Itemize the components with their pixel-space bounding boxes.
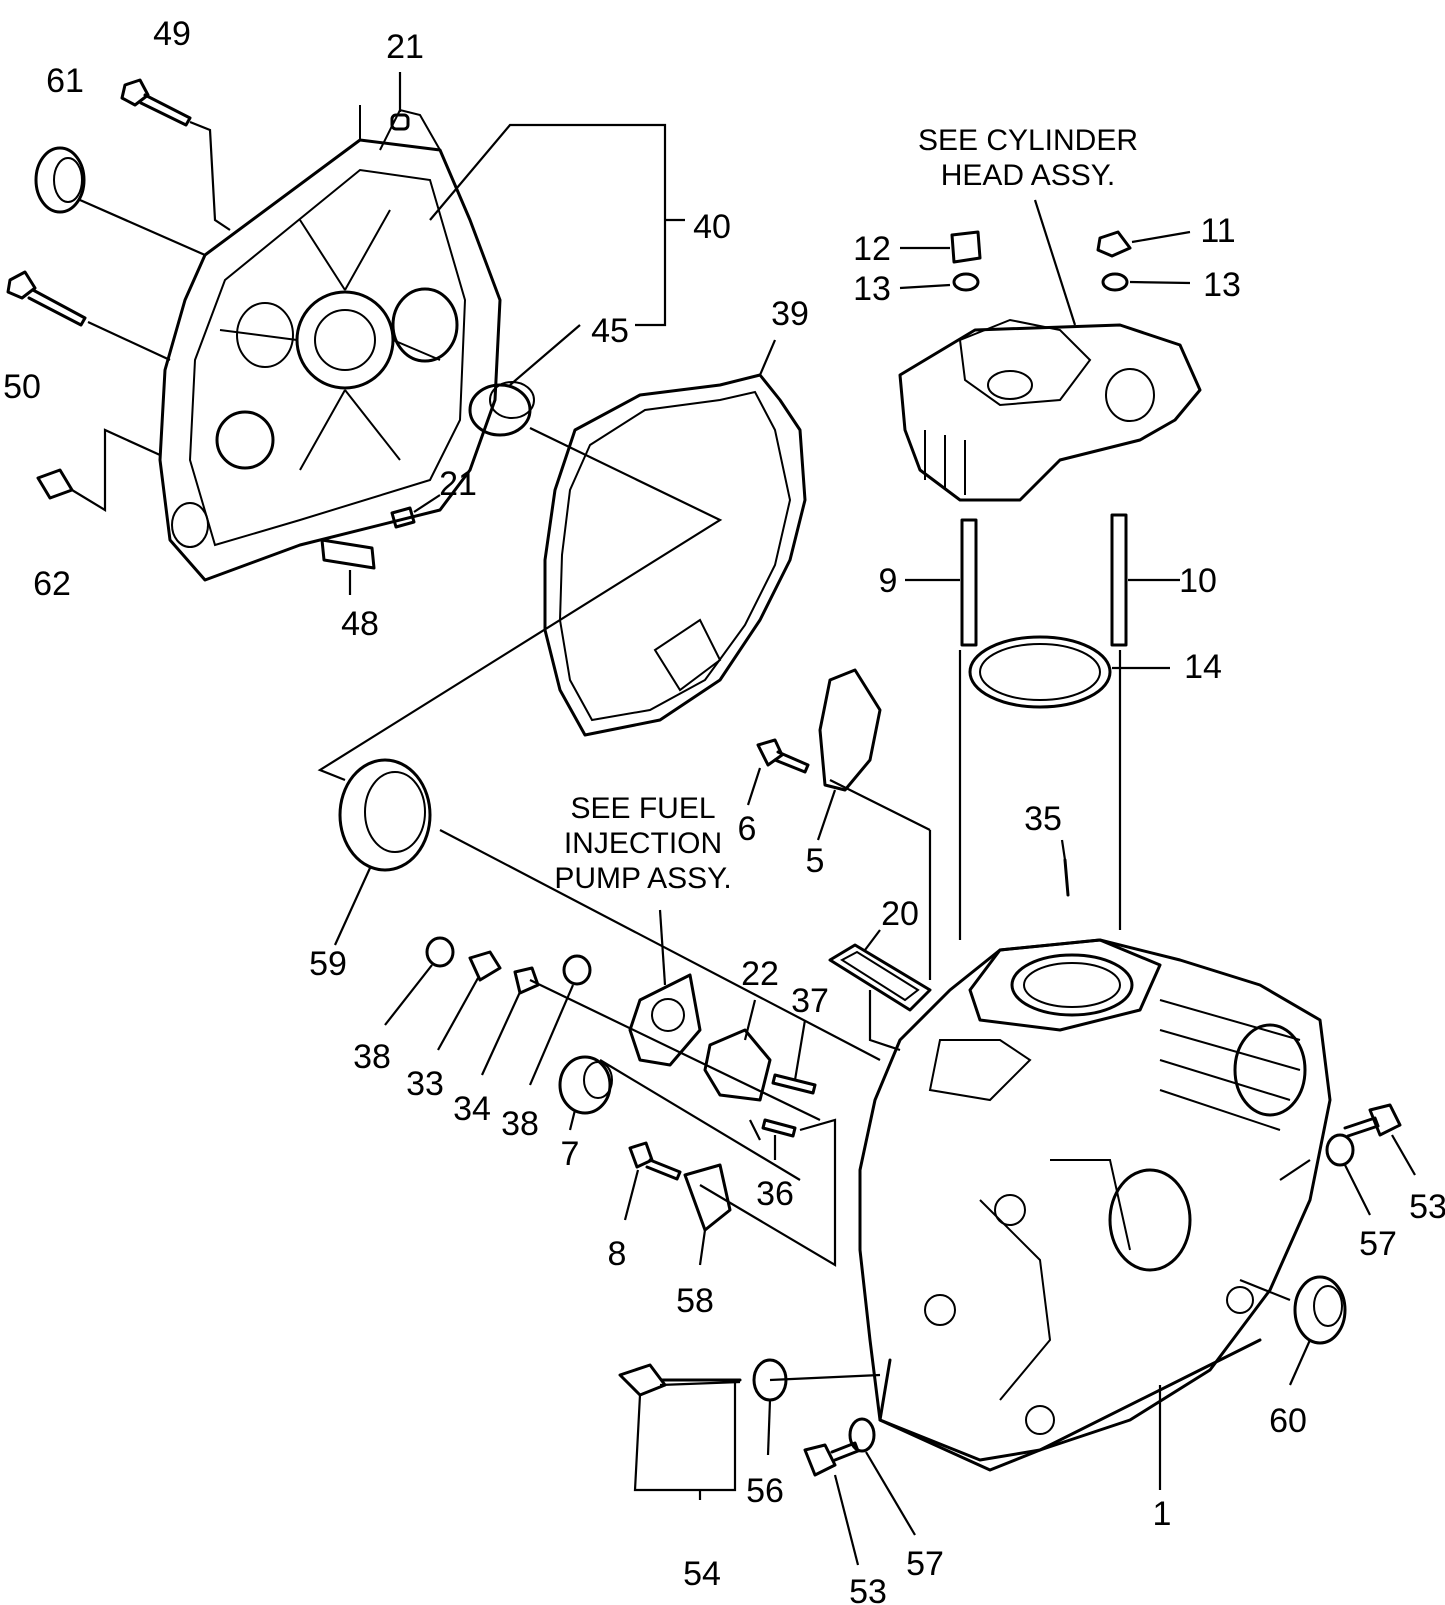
cap-nut-12 bbox=[900, 230, 982, 264]
callout-50: 50 bbox=[3, 368, 41, 406]
callout-9: 9 bbox=[879, 562, 898, 600]
plate-5 bbox=[816, 668, 882, 841]
nut-38-right bbox=[528, 954, 592, 1086]
callout-61: 61 bbox=[46, 62, 84, 100]
fuel-pump-note-line3: PUMP ASSY. bbox=[554, 862, 731, 895]
cylinder-head-note-line2: HEAD ASSY. bbox=[941, 159, 1116, 192]
fuel-pump-body bbox=[628, 909, 702, 1067]
callout-54: 54 bbox=[683, 1555, 721, 1593]
head-gasket-ring-14 bbox=[968, 635, 1170, 709]
callout-8: 8 bbox=[608, 1235, 627, 1273]
fuel-pump-note-line2: INJECTION bbox=[564, 827, 722, 860]
callout-35: 35 bbox=[1024, 800, 1062, 838]
cylinder-head-note-line1: SEE CYLINDER bbox=[918, 124, 1138, 157]
washer-57-bottom bbox=[848, 1417, 916, 1536]
stud-10 bbox=[1110, 513, 1180, 647]
callout-58: 58 bbox=[676, 1282, 714, 1320]
dowel-pin-21-top bbox=[390, 72, 410, 131]
bolt-53-bottom bbox=[803, 1441, 860, 1566]
callout-60: 60 bbox=[1269, 1402, 1307, 1440]
callout-45: 45 bbox=[591, 312, 629, 350]
assembly-axis-lines bbox=[317, 427, 1311, 1387]
callout-10: 10 bbox=[1179, 562, 1217, 600]
callout-34: 34 bbox=[453, 1090, 491, 1128]
bolt-50 bbox=[6, 270, 171, 361]
callout-6: 6 bbox=[738, 810, 757, 848]
callout-48: 48 bbox=[341, 605, 379, 643]
bolt-49 bbox=[120, 78, 231, 231]
callout-39: 39 bbox=[771, 295, 809, 333]
callout-13-right: 13 bbox=[1203, 266, 1241, 304]
callout-59: 59 bbox=[309, 945, 347, 983]
dipstick-54 bbox=[618, 1363, 742, 1500]
callout-7: 7 bbox=[561, 1135, 580, 1173]
gasket-39 bbox=[543, 339, 807, 737]
callout-5: 5 bbox=[806, 842, 825, 880]
plug-62 bbox=[36, 428, 161, 512]
oil-seal-59 bbox=[333, 758, 432, 946]
bolt-8 bbox=[623, 1141, 682, 1221]
callout-37: 37 bbox=[791, 982, 829, 1020]
bolt-6 bbox=[746, 738, 810, 806]
crankcase-block bbox=[858, 938, 1332, 1472]
callout-38-right: 38 bbox=[501, 1105, 539, 1143]
callout-21-lower: 21 bbox=[439, 465, 477, 503]
gear-case-cover bbox=[158, 105, 502, 582]
stud-36 bbox=[761, 1118, 797, 1160]
callout-38-left: 38 bbox=[353, 1038, 391, 1076]
pin-35 bbox=[1060, 839, 1070, 897]
stud-37 bbox=[771, 1019, 817, 1095]
callout-13-left: 13 bbox=[853, 270, 891, 308]
breather-gasket-20 bbox=[828, 929, 932, 1012]
dowel-pin-21-lower bbox=[390, 494, 441, 529]
callout-49: 49 bbox=[153, 15, 191, 53]
o-ring-56 bbox=[752, 1358, 788, 1456]
callout-36: 36 bbox=[756, 1175, 794, 1213]
callout-21-top: 21 bbox=[386, 28, 424, 66]
callout-33: 33 bbox=[406, 1065, 444, 1103]
washer-57-right bbox=[1325, 1133, 1371, 1216]
bracket-40 bbox=[429, 123, 685, 327]
callout-20: 20 bbox=[881, 895, 919, 933]
callout-22: 22 bbox=[741, 955, 779, 993]
plate-58 bbox=[683, 1163, 732, 1266]
bolt-53-right bbox=[1343, 1103, 1416, 1176]
plate-34 bbox=[480, 966, 540, 1076]
plate-33 bbox=[437, 950, 502, 1051]
callout-53-bottom: 53 bbox=[849, 1573, 887, 1605]
callout-57-right: 57 bbox=[1359, 1225, 1397, 1263]
washer-13-left bbox=[899, 272, 980, 292]
nut-38-left bbox=[384, 936, 455, 1026]
callout-56: 56 bbox=[746, 1472, 784, 1510]
stud-9 bbox=[905, 518, 978, 647]
oil-seal-60 bbox=[1288, 1275, 1347, 1386]
callout-14: 14 bbox=[1184, 648, 1222, 686]
callout-53-right: 53 bbox=[1409, 1188, 1445, 1226]
callout-1: 1 bbox=[1153, 1495, 1172, 1533]
pump-gasket-22 bbox=[703, 999, 772, 1102]
roller-7 bbox=[558, 1055, 613, 1131]
callout-11: 11 bbox=[1200, 212, 1235, 250]
callout-62: 62 bbox=[33, 565, 71, 603]
callout-40: 40 bbox=[693, 208, 731, 246]
fuel-pump-note-line1: SEE FUEL bbox=[570, 792, 715, 825]
nut-11 bbox=[1096, 230, 1191, 258]
callout-12: 12 bbox=[853, 230, 891, 268]
washer-13-right bbox=[1101, 272, 1191, 292]
leader-cylinder-head-note bbox=[1033, 199, 1077, 326]
cylinder-head bbox=[898, 318, 1202, 502]
callout-57-bottom: 57 bbox=[906, 1545, 944, 1583]
oil-seal-61 bbox=[34, 146, 206, 257]
bushing-45 bbox=[468, 324, 581, 437]
sleeve-48 bbox=[320, 538, 376, 595]
